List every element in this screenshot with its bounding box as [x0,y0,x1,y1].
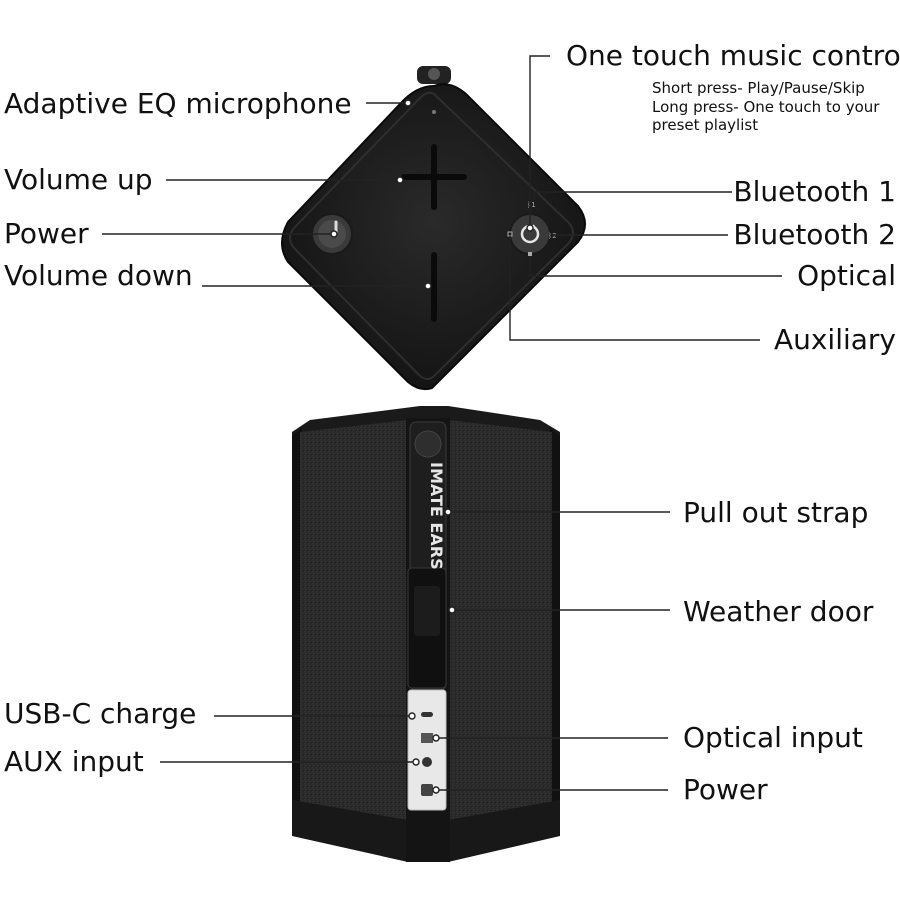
label-short-press: Short press- Play/Pause/Skip [652,79,865,97]
bluetooth-2-icon: ᛒ2 [548,232,557,240]
usb-c-port-icon [421,712,433,717]
label-aux-input: AUX input [4,745,144,778]
volume-down-icon[interactable] [431,252,437,322]
bluetooth-1-icon: ᛒ1 [527,201,536,209]
label-usb-c-charge: USB-C charge [4,697,197,730]
left-fabric-panel [300,420,408,844]
label-long-press: Long press- One touch to your [652,98,880,116]
port-panel [407,689,447,811]
aux-port-icon [422,757,432,767]
microphone-dot [432,110,436,114]
label-adaptive-eq-microphone: Adaptive EQ microphone [4,87,352,120]
label-auxiliary: Auxiliary [773,323,896,356]
label-optical: Optical [797,259,896,292]
label-bluetooth-1: Bluetooth 1 [733,175,896,208]
label-volume-up: Volume up [4,163,153,196]
label-pull-out-strap: Pull out strap [683,496,869,529]
speaker-side-view [292,406,560,862]
label-one-touch-music-control: One touch music control [566,39,900,72]
optical-indicator-icon [528,252,532,256]
label-bluetooth-2: Bluetooth 2 [733,218,896,251]
label-power-bottom: Power [683,773,768,806]
top-leader-lines [102,55,782,341]
optical-port-icon [421,733,433,743]
label-power-top: Power [4,217,89,250]
power-port-icon [421,784,433,796]
strap-brand-text: IMATE EARS [427,462,446,570]
bottom-leader-lines [160,508,670,794]
label-optical-input: Optical input [683,721,863,754]
label-long-press-cont: preset playlist [652,116,759,134]
right-fabric-panel [448,420,552,844]
label-volume-down: Volume down [4,259,193,292]
label-weather-door: Weather door [683,595,874,628]
